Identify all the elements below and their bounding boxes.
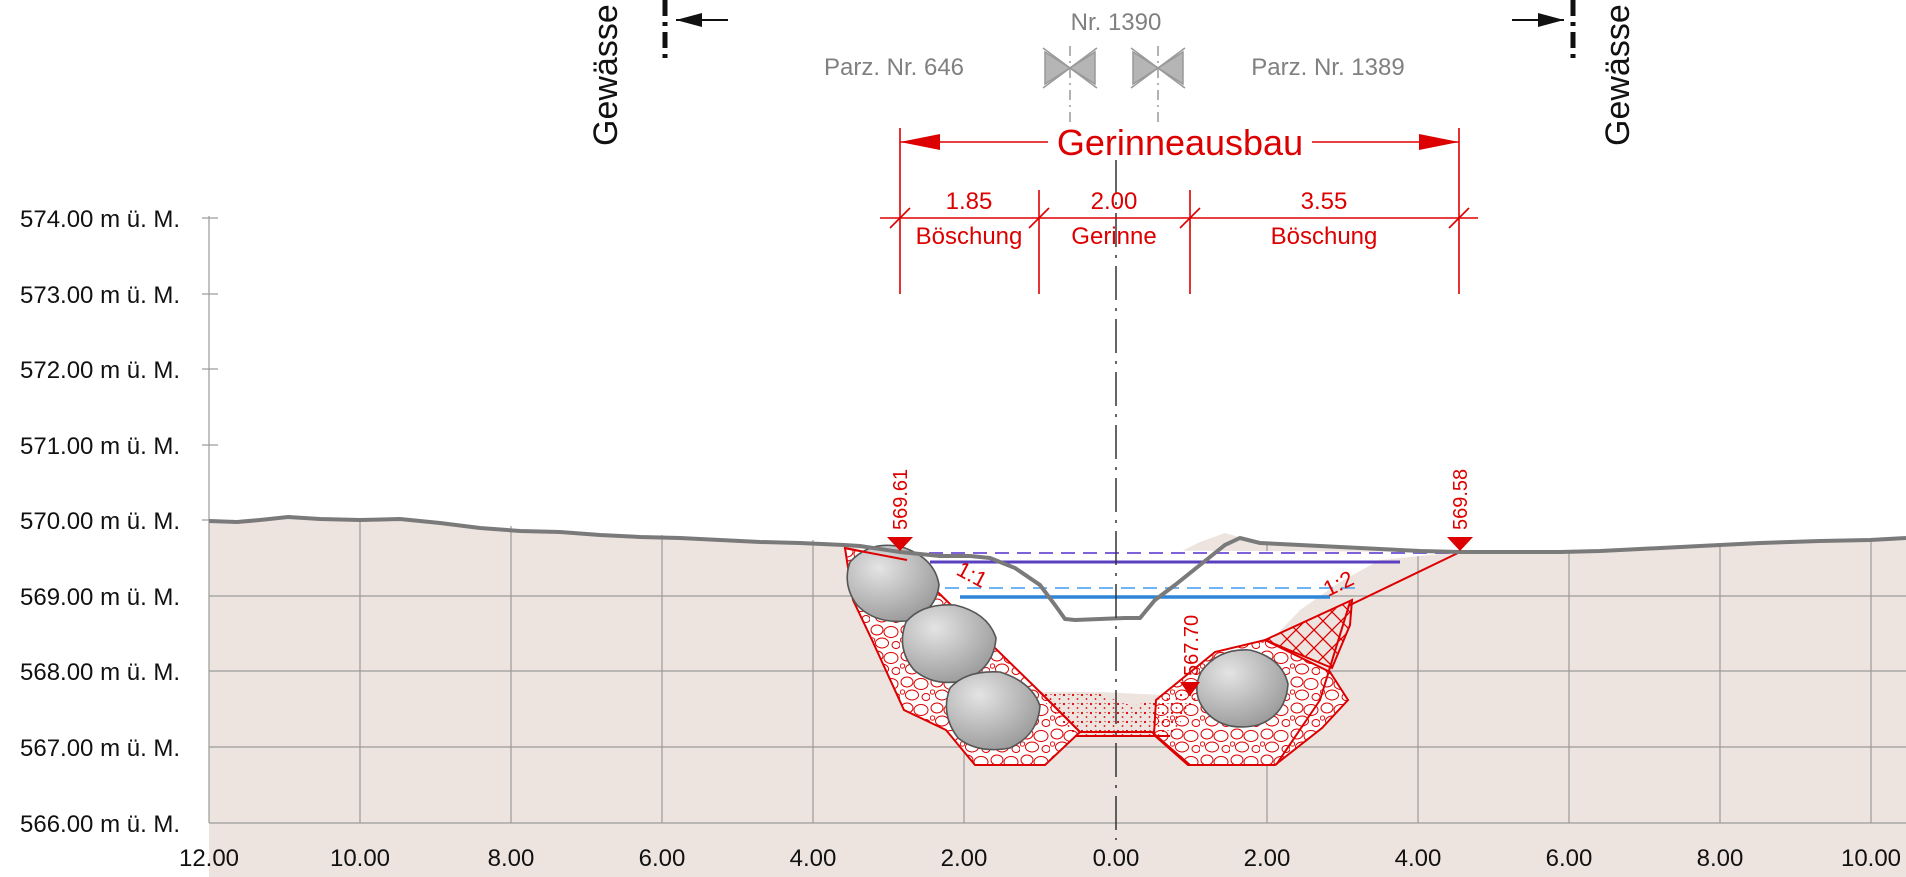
section-marker-right bbox=[1512, 0, 1576, 58]
dimension-overall-label: Gerinneausbau bbox=[1057, 122, 1303, 163]
boulders bbox=[846, 544, 1289, 751]
y-tick-label: 567.00 m ü. M. bbox=[20, 735, 180, 762]
x-tick-label: 0.00 bbox=[1093, 845, 1140, 872]
x-tick-label: 4.00 bbox=[1395, 845, 1442, 872]
spot-height-bottom: 567.70 bbox=[1181, 615, 1203, 676]
dimension-name: Böschung bbox=[916, 223, 1023, 250]
y-tick-label: 572.00 m ü. M. bbox=[20, 357, 180, 384]
y-tick-label: 573.00 m ü. M. bbox=[20, 282, 180, 309]
parcel-right-label: Parz. Nr. 1389 bbox=[1251, 54, 1404, 81]
boundary-marker-right bbox=[1130, 46, 1186, 122]
x-tick-label: 2.00 bbox=[941, 845, 988, 872]
x-tick-label: 10.00 bbox=[1841, 845, 1901, 872]
dimension-arrow-right bbox=[1419, 134, 1459, 150]
x-tick-label: 12.00 bbox=[179, 845, 239, 872]
dimension-name: Böschung bbox=[1271, 223, 1378, 250]
x-tick-label: 10.00 bbox=[330, 845, 390, 872]
dimension-arrow-left bbox=[900, 134, 940, 150]
spot-height-left: 569.61 bbox=[890, 469, 912, 530]
x-tick-label: 6.00 bbox=[1546, 845, 1593, 872]
parcel-left-label: Parz. Nr. 646 bbox=[824, 54, 964, 81]
dimension-name: Gerinne bbox=[1071, 223, 1156, 250]
channel-gravel-bed bbox=[1036, 692, 1200, 736]
x-tick-label: 8.00 bbox=[1697, 845, 1744, 872]
y-tick-label: 570.00 m ü. M. bbox=[20, 508, 180, 535]
y-tick-label: 569.00 m ü. M. bbox=[20, 584, 180, 611]
y-tick-label: 574.00 m ü. M. bbox=[20, 206, 180, 233]
water-levels bbox=[907, 552, 1460, 599]
y-tick-label: 571.00 m ü. M. bbox=[20, 433, 180, 460]
boundary-marker-left bbox=[1042, 46, 1098, 122]
bank-outline bbox=[843, 547, 1461, 607]
y-tick-label: 566.00 m ü. M. bbox=[20, 811, 180, 838]
x-tick-label: 4.00 bbox=[790, 845, 837, 872]
side-label-right: Gewässe bbox=[1599, 4, 1637, 146]
spot-height-right: 569.58 bbox=[1450, 469, 1472, 530]
spot-marker-left bbox=[887, 537, 913, 551]
dimension-value: 1.85 bbox=[946, 188, 993, 215]
x-axis-labels: 12.00 10.00 8.00 6.00 4.00 2.00 0.00 2.0… bbox=[179, 845, 1901, 872]
spot-marker-bottom bbox=[1180, 682, 1200, 696]
section-marker-left bbox=[662, 0, 728, 58]
parcel-center-label: Nr. 1390 bbox=[1071, 9, 1162, 36]
dimension-value: 3.55 bbox=[1301, 188, 1348, 215]
spot-marker-right bbox=[1447, 537, 1473, 551]
x-tick-label: 2.00 bbox=[1244, 845, 1291, 872]
crosshatch-fill bbox=[1262, 598, 1354, 670]
dimension-value: 2.00 bbox=[1091, 188, 1138, 215]
y-axis-labels: 574.00 m ü. M. 573.00 m ü. M. 572.00 m ü… bbox=[20, 206, 180, 838]
y-tick-label: 568.00 m ü. M. bbox=[20, 659, 180, 686]
x-tick-label: 6.00 bbox=[639, 845, 686, 872]
side-label-left: Gewässe bbox=[587, 4, 625, 146]
terrain-line bbox=[208, 514, 1906, 623]
x-tick-label: 8.00 bbox=[488, 845, 535, 872]
